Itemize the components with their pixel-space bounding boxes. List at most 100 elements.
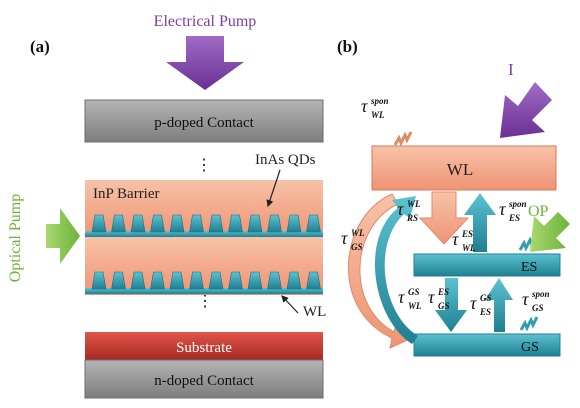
tau-gs-wl: τ WL GS [341, 228, 365, 252]
quantum-dot [189, 214, 204, 233]
p-contact-label: p-doped Contact [154, 115, 254, 131]
wl-to-es-arrow [418, 191, 470, 245]
inas-qds-pointer [266, 169, 281, 208]
quantum-dot [228, 214, 243, 233]
inas-qds-label: InAs QDs [255, 152, 316, 168]
quantum-dot [189, 271, 204, 290]
svg-text:τ: τ [397, 199, 404, 219]
tau-gs-spon: τ spon GS [522, 289, 550, 313]
panel-b-label: (b) [337, 37, 358, 56]
svg-text:spon: spon [508, 199, 527, 209]
wl-label-a: WL [303, 304, 326, 320]
n-contact-label: n-doped Contact [154, 373, 254, 389]
electrical-pump-arrow [166, 36, 244, 90]
svg-text:GS: GS [480, 293, 492, 303]
optical-pump-arrow [46, 208, 80, 264]
svg-text:τ: τ [341, 228, 348, 248]
svg-text:ES: ES [508, 213, 520, 223]
svg-text:WL: WL [351, 228, 365, 238]
svg-text:GS: GS [408, 287, 420, 297]
svg-text:τ: τ [499, 199, 506, 219]
vdots-bottom: ⋮ [197, 293, 213, 310]
svg-text:τ: τ [398, 287, 405, 307]
quantum-dot [150, 271, 165, 290]
gs-spon-emission-icon [519, 316, 539, 332]
svg-text:τ: τ [428, 287, 435, 307]
gs-box-label: GS [521, 340, 539, 355]
svg-text:τ: τ [361, 96, 368, 116]
quantum-dot [169, 271, 185, 290]
quantum-dot [91, 214, 107, 233]
svg-text:GS: GS [438, 301, 450, 311]
svg-text:GS: GS [532, 303, 544, 313]
svg-text:RS: RS [406, 213, 418, 223]
wl-pointer [281, 295, 299, 314]
qd-row-lower [91, 271, 321, 290]
p-contact-layer [84, 99, 324, 143]
es-box-label: ES [521, 260, 537, 275]
es-box [413, 253, 561, 277]
pump-i-label: I [508, 60, 514, 79]
quantum-dot [247, 214, 263, 233]
op-arrow [530, 212, 570, 252]
quantum-dot [267, 214, 282, 233]
op-label: OP [528, 203, 549, 220]
tau-gs-es: τ ES GS [428, 287, 450, 311]
vdots-top: ⋮ [196, 157, 212, 174]
svg-text:τ: τ [470, 293, 477, 313]
quantum-dot [91, 271, 107, 290]
es-to-wl-arrow [464, 193, 496, 252]
svg-text:WL: WL [462, 243, 476, 253]
quantum-dot [130, 214, 146, 233]
tau-es-gs: τ GS ES [470, 293, 492, 317]
wetting-layer-upper [85, 231, 323, 237]
quantum-dot [267, 271, 282, 290]
inp-barrier-label: InP Barrier [93, 186, 160, 202]
svg-text:WL: WL [371, 110, 385, 120]
quantum-dot [111, 271, 126, 290]
quantum-dot [286, 271, 302, 290]
electrical-pump-label: Electrical Pump [154, 13, 257, 30]
optical-pump-label: Optical Pump [7, 194, 24, 282]
gs-to-es-arrow [485, 278, 513, 332]
svg-text:τ: τ [522, 289, 529, 309]
quantum-dot [208, 271, 224, 290]
svg-text:spon: spon [370, 96, 389, 106]
tau-wl-es: τ ES WL [452, 229, 476, 253]
tau-es-spon: τ spon ES [499, 199, 527, 223]
wl-box [371, 145, 557, 191]
gs-to-wl-curved-arrow [374, 196, 418, 344]
svg-text:spon: spon [531, 289, 550, 299]
qd-row-upper [91, 214, 321, 233]
pump-i-arrow [500, 82, 552, 138]
panel-a-label: (a) [30, 37, 50, 56]
quantum-dot [169, 214, 185, 233]
gs-box [413, 333, 561, 357]
quantum-dot [286, 214, 302, 233]
quantum-dot [247, 271, 263, 290]
wl-spon-emission-icon [393, 131, 413, 147]
es-to-gs-arrow [435, 278, 467, 332]
substrate-label: Substrate [176, 340, 232, 356]
quantum-dot [111, 214, 126, 233]
quantum-dot [306, 214, 321, 233]
n-contact-layer [84, 359, 324, 399]
tau-wl-gs: τ GS WL [398, 287, 422, 311]
wl-box-label: WL [447, 160, 473, 179]
quantum-dot [208, 214, 224, 233]
svg-text:ES: ES [461, 229, 473, 239]
quantum-dot [150, 214, 165, 233]
svg-text:ES: ES [437, 287, 449, 297]
svg-text:WL: WL [408, 301, 422, 311]
quantum-dot [130, 271, 146, 290]
svg-text:GS: GS [351, 242, 363, 252]
substrate-layer [85, 332, 323, 360]
quantum-dot [306, 271, 321, 290]
svg-text:ES: ES [479, 307, 491, 317]
svg-text:τ: τ [452, 229, 459, 249]
quantum-dot [228, 271, 243, 290]
tau-wl-spon: τ spon WL [361, 96, 389, 120]
wetting-layer-lower [85, 288, 323, 294]
